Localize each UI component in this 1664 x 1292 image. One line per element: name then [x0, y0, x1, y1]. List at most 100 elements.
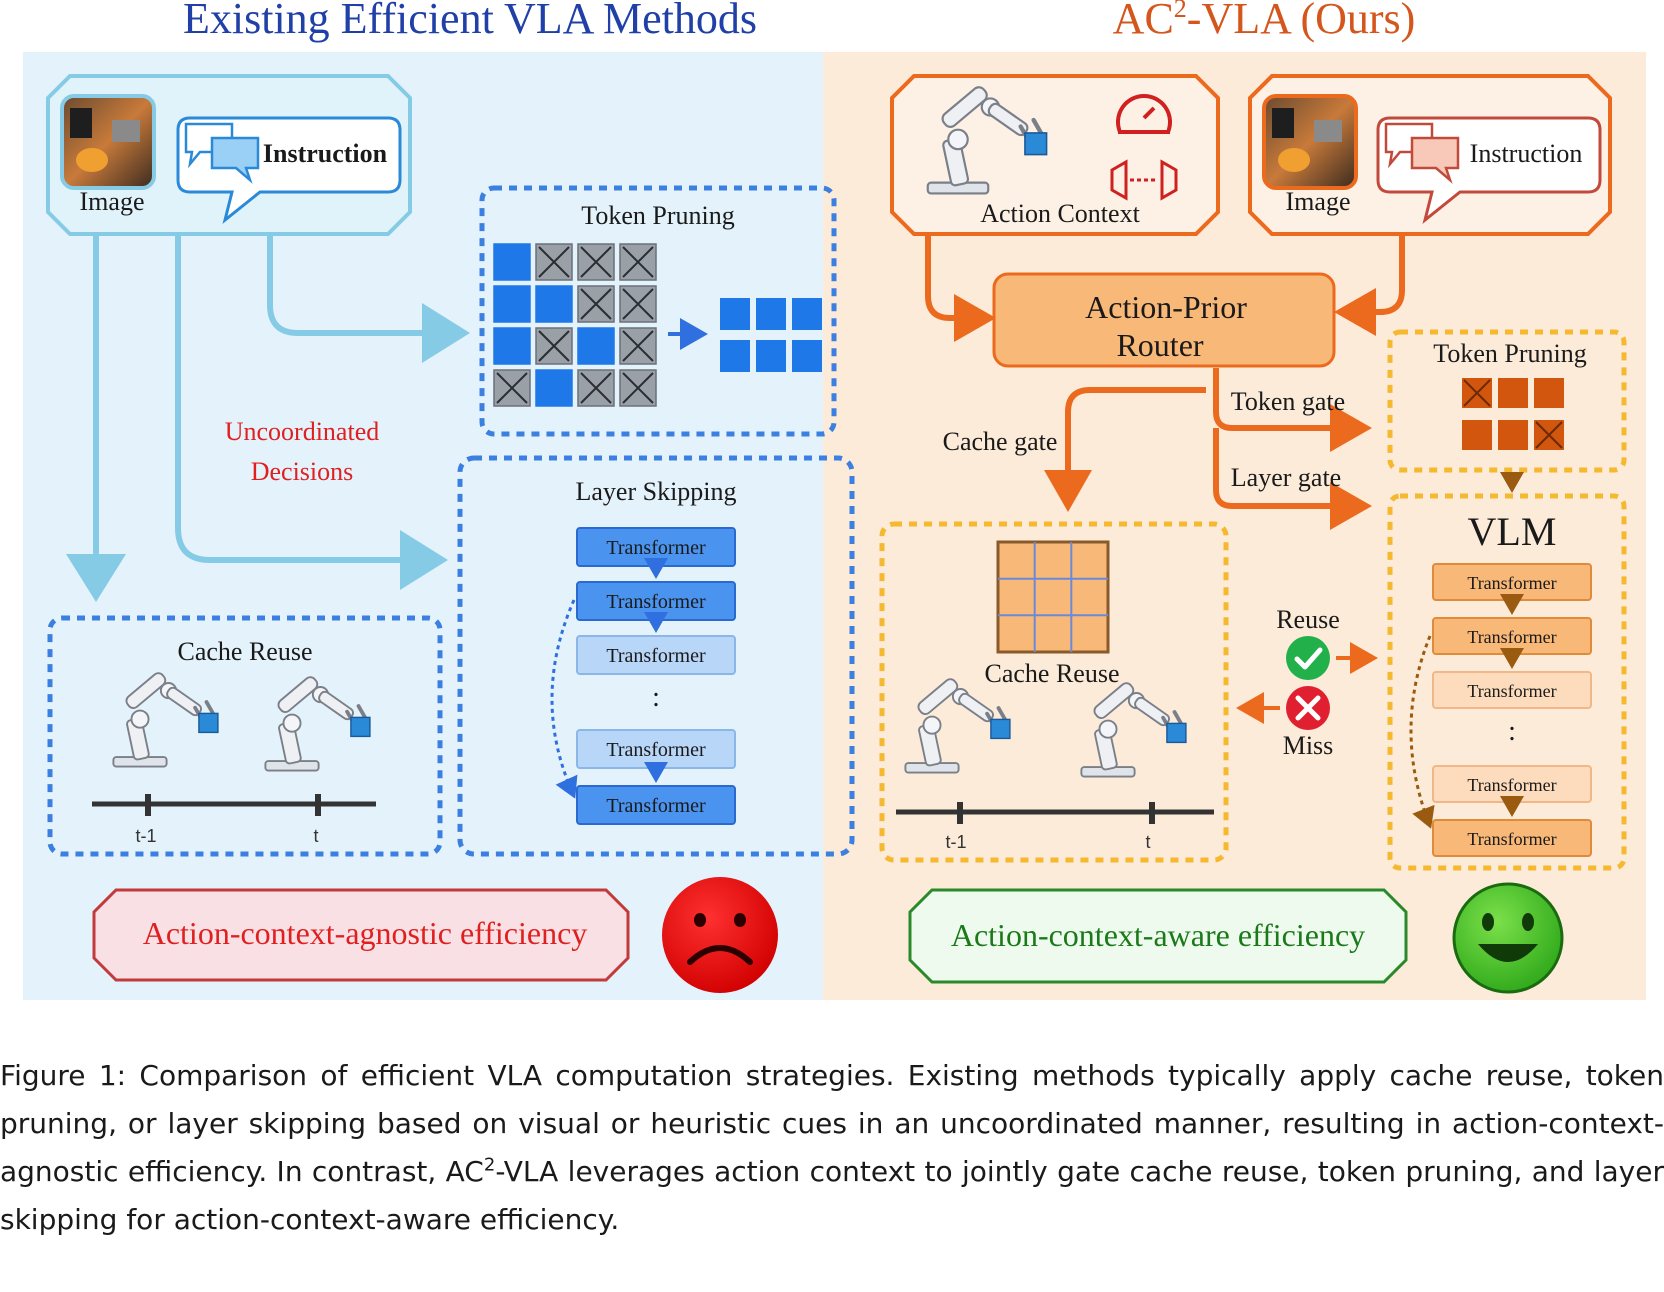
token-pruned: [577, 369, 615, 407]
layer-gate-label: Layer gate: [1231, 463, 1341, 492]
transformer-block: Transformer: [1432, 765, 1592, 803]
router-line2: Router: [1116, 327, 1203, 363]
chat-icon: [184, 122, 260, 184]
cross-icon: [1286, 686, 1330, 730]
token-kept: [792, 340, 822, 372]
left-verdict-box: [92, 888, 630, 982]
figure-caption: Figure 1: Comparison of efficient VLA co…: [0, 1052, 1664, 1244]
token-kept: [1498, 420, 1528, 450]
transformer-block: Transformer: [576, 729, 736, 769]
action-prior-router: [992, 272, 1336, 368]
token-pruned: [535, 243, 573, 281]
arrow-context-to-router: [925, 236, 996, 342]
chat-icon: [1384, 122, 1460, 184]
right-cache-reuse-box: [879, 521, 1229, 863]
token-kept: [535, 285, 573, 323]
transformer-block: Transformer: [576, 785, 736, 825]
transformer-label: Transformer: [1467, 627, 1556, 647]
left-skip-arrow: [550, 599, 578, 799]
token-pruned: [619, 285, 657, 323]
left-title: Existing Efficient VLA Methods: [183, 0, 757, 43]
right-token-pruning-title: Token Pruning: [1433, 339, 1586, 368]
transformer-block: Transformer: [576, 581, 736, 621]
transformer-block: Transformer: [576, 527, 736, 567]
left-cache-reuse-box: [47, 615, 443, 857]
miss-label: Miss: [1283, 731, 1334, 760]
token-kept: [1498, 378, 1528, 408]
left-timeline-prev: t-1: [135, 826, 156, 846]
right-instruction-label: Instruction: [1470, 139, 1583, 168]
left-transformer-stack: TransformerTransformerTransformerTransfo…: [576, 527, 736, 825]
token-pruned: [577, 285, 615, 323]
left-token-pruning-box: [479, 185, 837, 437]
right-transformer-stack: TransformerTransformerTransformerTransfo…: [1432, 563, 1592, 857]
layer-skipping-box: [457, 455, 855, 857]
token-pruned: [1534, 420, 1564, 450]
token-kept: [756, 340, 786, 372]
caption-label: Figure 1:: [0, 1059, 127, 1092]
layer-gate-arrow: [1213, 428, 1372, 530]
token-pruned: [535, 327, 573, 365]
layer-ellipsis: :: [652, 682, 660, 713]
transformer-block: Transformer: [1432, 819, 1592, 857]
token-pruned: [619, 327, 657, 365]
cache-gate-label: Cache gate: [943, 427, 1058, 456]
transformer-label: Transformer: [606, 591, 706, 613]
transformer-label: Transformer: [606, 645, 706, 667]
token-pruned: [577, 243, 615, 281]
token-kept: [792, 298, 822, 330]
left-token-pruning-title: Token Pruning: [581, 201, 734, 230]
transformer-label: Transformer: [606, 795, 706, 817]
transformer-label: Transformer: [1467, 681, 1556, 701]
left-image-label: Image: [80, 187, 145, 216]
right-timeline-curr: t: [1145, 832, 1150, 852]
transformer-label: Transformer: [606, 537, 706, 559]
token-pruned: [619, 369, 657, 407]
transformer-label: Transformer: [1467, 573, 1556, 593]
left-timeline-curr: t: [313, 826, 318, 846]
token-pruned: [1462, 378, 1492, 408]
distance-icon: [1110, 159, 1178, 201]
left-token-kept: [720, 298, 822, 372]
cache-gate-arrow: [1044, 387, 1206, 512]
arrow-to-token: [267, 236, 470, 363]
token-kept: [720, 298, 750, 330]
right-skip-arrow: [1409, 635, 1435, 829]
check-icon: [1286, 636, 1330, 680]
layer-skipping-title: Layer Skipping: [575, 477, 736, 506]
left-instruction-label: Instruction: [263, 139, 388, 168]
arrow-input-to-router: [1334, 236, 1405, 336]
token-kept: [577, 327, 615, 365]
token-pruned: [619, 243, 657, 281]
transformer-block: Transformer: [576, 635, 736, 675]
vlm-title: VLM: [1468, 509, 1557, 554]
reuse-label: Reuse: [1276, 605, 1340, 634]
happy-face-icon: [1452, 882, 1564, 994]
token-kept: [720, 340, 750, 372]
token-kept: [1462, 420, 1492, 450]
token-kept: [1534, 378, 1564, 408]
right-cache-reuse-title: Cache Reuse: [984, 659, 1119, 688]
action-context-label: Action Context: [980, 199, 1140, 228]
right-timeline-prev: t-1: [945, 832, 966, 852]
caption-text-2: -VLA leverages action context to jointly…: [0, 1155, 1664, 1236]
sad-face-icon: [662, 877, 778, 993]
token-gate-arrow: [1213, 368, 1372, 452]
token-kept: [756, 298, 786, 330]
token-kept: [493, 285, 531, 323]
transformer-label: Transformer: [1467, 775, 1556, 795]
right-token-pruning-box: [1387, 329, 1627, 473]
transformer-block: Transformer: [1432, 671, 1592, 709]
left-cache-reuse-title: Cache Reuse: [177, 637, 312, 666]
arrow-to-layer: [175, 236, 448, 590]
cache-grid: [996, 540, 1110, 654]
right-verdict-box: [908, 888, 1408, 984]
caption-sup: 2: [483, 1154, 496, 1176]
speedometer-icon: [1116, 94, 1172, 134]
token-kept: [493, 327, 531, 365]
caption-text-1: Comparison of efficient VLA computation …: [0, 1059, 1664, 1188]
uncoordinated-line2: Decisions: [251, 457, 354, 486]
right-title: AC2-VLA (Ours): [1113, 0, 1416, 43]
router-line1: Action-Prior: [1085, 289, 1247, 325]
left-token-grid: [493, 243, 657, 407]
